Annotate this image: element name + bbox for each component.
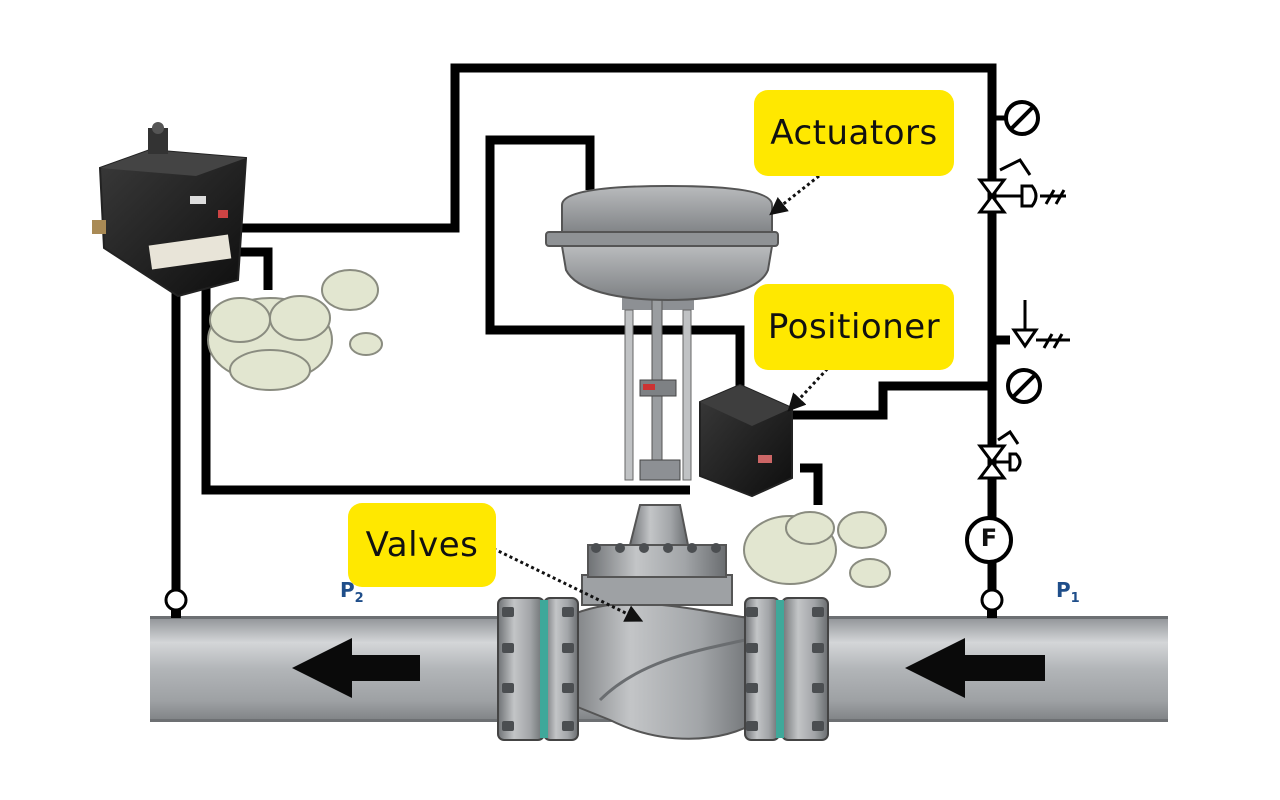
valve-body bbox=[559, 504, 761, 740]
pressure-regulator-icon bbox=[977, 158, 1066, 214]
p1-label-sub: 1 bbox=[1070, 591, 1080, 606]
p1-tap-icon bbox=[980, 588, 1004, 618]
flow-meter-label: F bbox=[980, 524, 998, 552]
valves-callout: Valves bbox=[348, 503, 496, 587]
flange-bolt bbox=[746, 643, 758, 653]
p2-label-sub: 2 bbox=[354, 591, 364, 606]
positioner bbox=[699, 383, 793, 498]
bonnet-bolt bbox=[591, 543, 601, 553]
callout-pointers bbox=[487, 148, 858, 622]
flow-arrow-left bbox=[292, 638, 420, 698]
actuators-label: Actuators bbox=[770, 113, 938, 153]
pressure-gauge-top-icon bbox=[992, 100, 1040, 136]
positioner-pointer bbox=[787, 336, 858, 412]
signal-lines bbox=[171, 63, 1010, 625]
positioner-to-bus-line bbox=[790, 381, 992, 420]
actuator bbox=[545, 184, 779, 302]
valves-pointer bbox=[487, 544, 644, 622]
actuators-pointer bbox=[769, 148, 853, 216]
controller-exhaust-line bbox=[236, 247, 273, 290]
flange-bolt bbox=[812, 683, 824, 693]
pressure-gauge-mid-icon bbox=[1006, 368, 1042, 404]
p2-tap-icon bbox=[164, 588, 188, 618]
flange-bolt bbox=[812, 721, 824, 731]
flange-bolt bbox=[812, 643, 824, 653]
flange-bolt bbox=[562, 721, 574, 731]
bonnet-bolt bbox=[615, 543, 625, 553]
actuators-callout: Actuators bbox=[754, 90, 954, 176]
isolation-valve-icon bbox=[977, 429, 1022, 480]
bonnet-bolt bbox=[663, 543, 673, 553]
relief-valve-icon bbox=[1011, 300, 1070, 349]
bonnet-bolt bbox=[639, 543, 649, 553]
p2-label-main: P bbox=[340, 578, 355, 602]
left-flange bbox=[497, 597, 579, 741]
bonnet-bolt bbox=[687, 543, 697, 553]
flange-bolt bbox=[746, 683, 758, 693]
p1-label-main: P bbox=[1056, 578, 1071, 602]
actuator-supply-line bbox=[485, 135, 745, 395]
controller bbox=[92, 122, 248, 298]
exhaust-cloud-left bbox=[207, 269, 383, 391]
right-flange bbox=[744, 597, 829, 741]
flow-arrow-right bbox=[905, 638, 1045, 698]
p2-label: P2 bbox=[340, 578, 364, 606]
flange-bolt bbox=[502, 643, 514, 653]
bonnet-bolt bbox=[711, 543, 721, 553]
flow-meter-icon bbox=[965, 516, 1013, 564]
flange-bolt bbox=[502, 721, 514, 731]
positioner-callout: Positioner bbox=[754, 284, 954, 370]
p1-label: P1 bbox=[1056, 578, 1080, 606]
positioner-exhaust-line bbox=[800, 463, 823, 505]
flange-bolt bbox=[562, 683, 574, 693]
flange-bolt bbox=[746, 721, 758, 731]
flange-bolt bbox=[562, 643, 574, 653]
controller-to-right-bus-line bbox=[236, 63, 997, 625]
flange-bolt bbox=[562, 607, 574, 617]
flange-bolt bbox=[502, 683, 514, 693]
positioner-label: Positioner bbox=[767, 307, 941, 347]
valve-yoke bbox=[622, 298, 694, 481]
exhaust-cloud-right bbox=[743, 511, 891, 588]
flange-bolt bbox=[502, 607, 514, 617]
flange-bolt bbox=[812, 607, 824, 617]
flange-bolt bbox=[746, 607, 758, 617]
flange-bolts bbox=[502, 543, 824, 731]
controller-to-valve-line bbox=[201, 285, 690, 495]
valves-label: Valves bbox=[365, 525, 479, 565]
